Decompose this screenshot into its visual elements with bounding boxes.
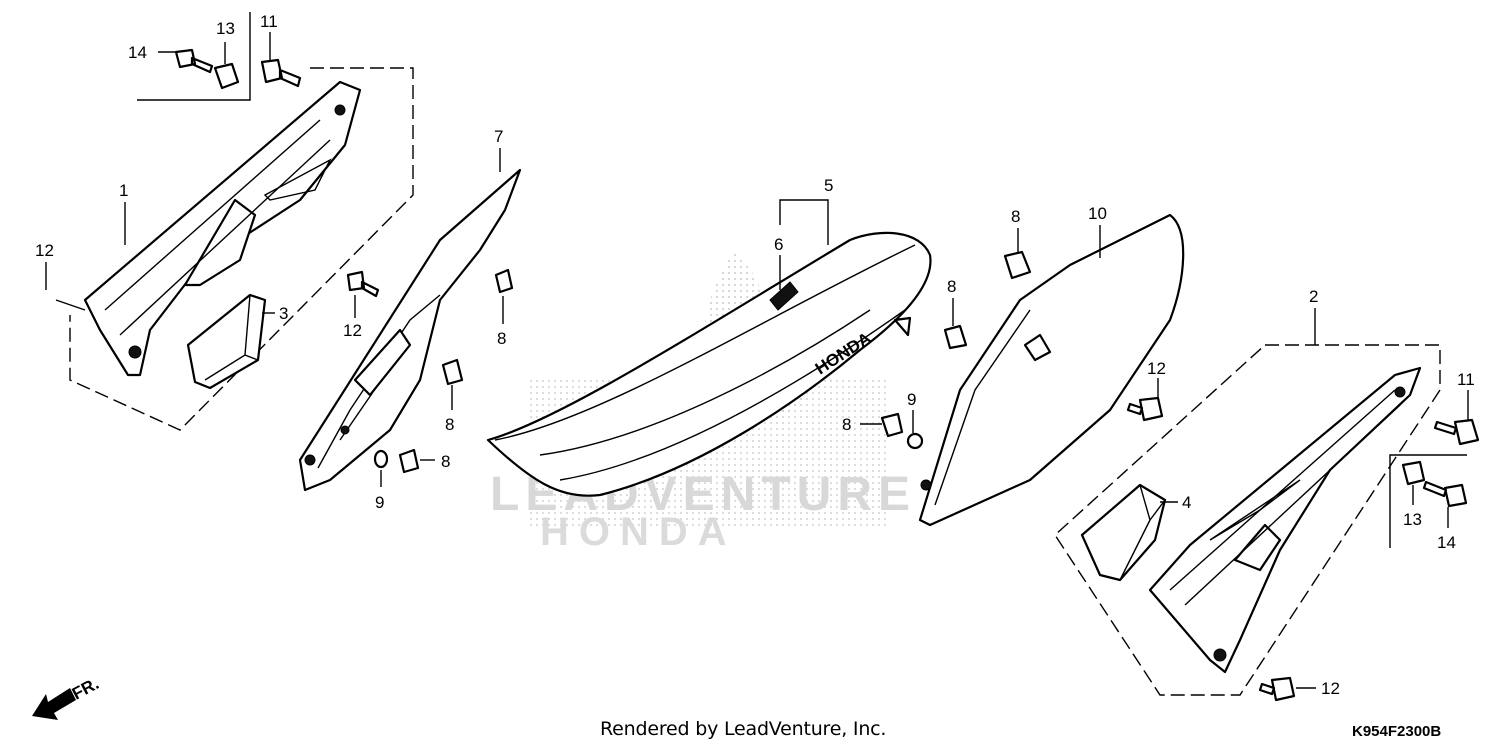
clip-8-middle-icon[interactable] [441, 358, 464, 386]
left-group-dashed-box [69, 67, 414, 431]
callout-8-top-center[interactable]: 8 [1011, 207, 1020, 226]
callout-13-top-left[interactable]: 13 [216, 19, 235, 38]
bolt-12-right-bottom-icon[interactable] [1258, 676, 1296, 702]
left-frame-cover-hole-lower [304, 454, 316, 466]
right-emblem-bevel [1119, 484, 1166, 581]
right-side-cover-edge [1169, 389, 1401, 606]
callout-8-left-upper[interactable]: 8 [497, 329, 506, 348]
clip-8-upper-right-icon[interactable] [1003, 250, 1032, 280]
right-frame-cover-edge [934, 309, 1031, 506]
top-left-bolt-box-outline [137, 12, 251, 101]
callout-10[interactable]: 10 [1088, 204, 1107, 223]
seat-hook [893, 316, 912, 337]
leader-lines [45, 32, 1469, 689]
callout-9-left[interactable]: 9 [375, 493, 384, 512]
seat-part-5[interactable] [486, 231, 932, 497]
right-frame-cover-boss [1023, 333, 1052, 362]
right-bolt-box-outline [1389, 454, 1467, 548]
clip-8-upper-icon[interactable] [494, 268, 514, 294]
callout-8-left-middle[interactable]: 8 [445, 415, 454, 434]
callout-14-top-left[interactable]: 14 [128, 43, 147, 62]
front-direction-indicator: FR. [32, 674, 102, 720]
callout-8-center-lower[interactable]: 8 [842, 415, 851, 434]
callout-8-left-lower[interactable]: 8 [441, 452, 450, 471]
left-frame-cover-group [298, 168, 522, 492]
top-left-bolt-box [137, 12, 302, 101]
callout-12-left-frame[interactable]: 12 [343, 321, 362, 340]
left-frame-cover-slot [353, 328, 412, 397]
callout-13-right[interactable]: 13 [1403, 510, 1422, 529]
left-frame-cover-hole-mid [340, 425, 350, 435]
callout-3[interactable]: 3 [279, 304, 288, 323]
callout-labels: 14 13 11 1 12 3 12 7 8 8 8 9 5 6 8 10 8 … [35, 12, 1475, 698]
left-emblem-part-3[interactable] [186, 293, 267, 390]
bolt-12-right-frame-icon[interactable] [1126, 396, 1164, 422]
collar-13-top-left-icon[interactable] [213, 62, 240, 90]
left-emblem-bevel [204, 294, 259, 381]
left-cover-grommet-front [128, 345, 142, 359]
front-arrow-icon [32, 688, 76, 720]
right-frame-cover-part-10[interactable] [918, 213, 1185, 527]
seat-base-line [559, 309, 906, 481]
bolt-14-right-icon[interactable] [1422, 480, 1468, 508]
clip-8-seat-lower-icon[interactable] [880, 412, 904, 438]
right-cover-grommet-front [1213, 648, 1227, 662]
watermark-line2: HONDA [540, 510, 737, 554]
callout-12-right-bottom[interactable]: 12 [1321, 679, 1340, 698]
clip-8-lower-icon[interactable] [398, 448, 420, 474]
clip-8-seat-right-icon[interactable] [943, 324, 968, 350]
callout-5[interactable]: 5 [824, 176, 833, 195]
left-side-cover-group [69, 67, 414, 431]
washer-9-right-icon[interactable] [906, 432, 924, 450]
callout-7[interactable]: 7 [494, 127, 503, 146]
right-group-dashed-box [1054, 344, 1441, 696]
center-clips [880, 250, 1032, 450]
callout-11-right[interactable]: 11 [1457, 370, 1475, 389]
callout-6[interactable]: 6 [774, 235, 783, 254]
diagram-code: K954F2300B [1352, 723, 1442, 740]
collar-13-right-icon[interactable] [1401, 460, 1426, 486]
bolt-11-top-left-icon[interactable] [260, 58, 302, 88]
bolt-12-left-frame-icon[interactable] [346, 270, 380, 298]
callout-12-right-frame[interactable]: 12 [1147, 359, 1166, 378]
render-credit: Rendered by LeadVenture, Inc. [600, 718, 887, 740]
left-frame-cover-part-7[interactable] [298, 168, 522, 492]
seat-top-line [494, 244, 916, 441]
right-frame-cover-group [918, 213, 1185, 527]
seat-side-line [539, 309, 871, 456]
callout-14-right[interactable]: 14 [1437, 533, 1456, 552]
washer-9-left-icon[interactable] [373, 449, 389, 469]
left-side-cover-slot [263, 158, 332, 201]
callout-11-top-left[interactable]: 11 [260, 12, 278, 31]
left-side-cover-edge [104, 119, 331, 336]
callout-9-center[interactable]: 9 [907, 390, 916, 409]
right-frame-cover-hole [920, 479, 932, 491]
right-side-cover-group [1054, 344, 1480, 702]
callout-8-center[interactable]: 8 [947, 277, 956, 296]
left-cover-grommet-rear [334, 104, 346, 116]
bolt-14-top-left-icon[interactable] [174, 48, 214, 74]
right-cover-grommet-rear [1394, 386, 1406, 398]
callout-12-left[interactable]: 12 [35, 241, 54, 260]
callout-4[interactable]: 4 [1182, 493, 1191, 512]
seat-strap-part-6[interactable] [769, 281, 799, 311]
right-bolt-box [1389, 454, 1468, 548]
bolt-11-right-icon[interactable] [1433, 418, 1480, 446]
right-side-cover-vent [1233, 523, 1282, 572]
right-side-cover-slot [1209, 479, 1301, 541]
callout-2[interactable]: 2 [1309, 287, 1318, 306]
callout-1[interactable]: 1 [119, 181, 128, 200]
